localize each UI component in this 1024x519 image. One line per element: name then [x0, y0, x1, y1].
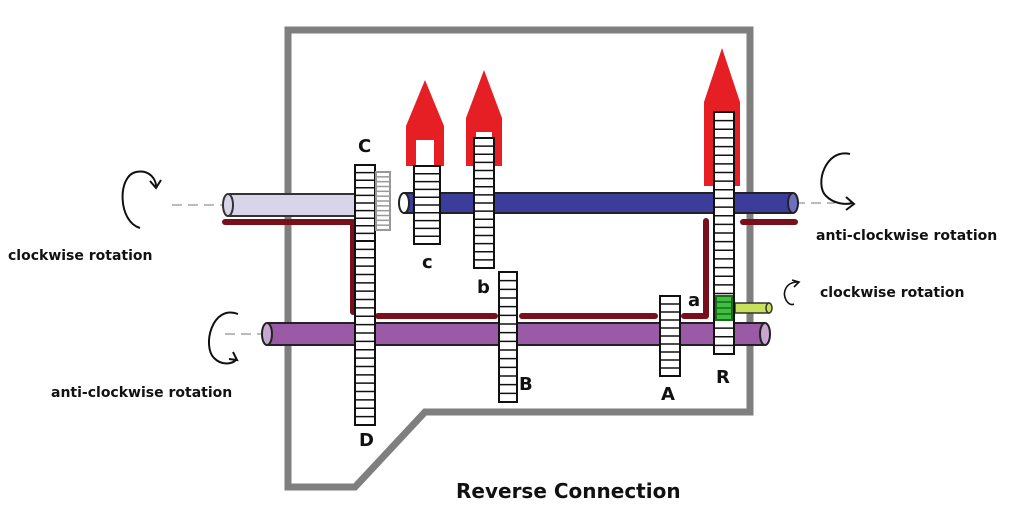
label-rotation-right-top: anti-clockwise rotation	[816, 228, 997, 244]
input-shaft	[222, 193, 358, 217]
rotation-arrow-right-small	[783, 279, 801, 306]
rotation-arrow-left-top	[121, 170, 162, 229]
gear-C	[354, 164, 376, 242]
gear-C-dog-teeth	[375, 171, 391, 231]
label-gear-C: C	[358, 136, 371, 157]
label-rotation-left-top: clockwise rotation	[8, 248, 153, 264]
shaft-centre-lines	[172, 202, 835, 335]
gear-R	[713, 111, 735, 355]
power-flow-path	[222, 218, 798, 319]
gear-c	[413, 165, 441, 245]
rotation-arrow-right-top	[820, 152, 856, 211]
rotation-arrow-left-bottom	[207, 311, 239, 365]
label-gear-R: R	[716, 367, 730, 388]
label-gear-a: a	[688, 290, 700, 311]
gear-body	[498, 271, 518, 403]
label-gear-b: b	[477, 277, 490, 298]
gear-b	[473, 137, 495, 269]
idler-gear	[715, 295, 733, 321]
diagram-title: Reverse Connection	[456, 479, 681, 503]
label-gear-c: c	[422, 252, 433, 273]
label-gear-B: B	[519, 374, 533, 395]
selector-fork-1	[406, 80, 444, 166]
label-gear-D: D	[359, 430, 374, 451]
gear-A	[659, 295, 681, 377]
idler-shaft	[734, 302, 773, 314]
gear-D	[354, 240, 376, 426]
label-rotation-left-bottom: anti-clockwise rotation	[51, 385, 232, 401]
main-shaft	[398, 192, 799, 214]
label-gear-A: A	[661, 384, 675, 405]
label-rotation-right-small: clockwise rotation	[820, 285, 965, 301]
selector-fork-2	[466, 70, 502, 166]
gearbox-casing	[284, 26, 754, 491]
gear-B	[498, 271, 518, 403]
